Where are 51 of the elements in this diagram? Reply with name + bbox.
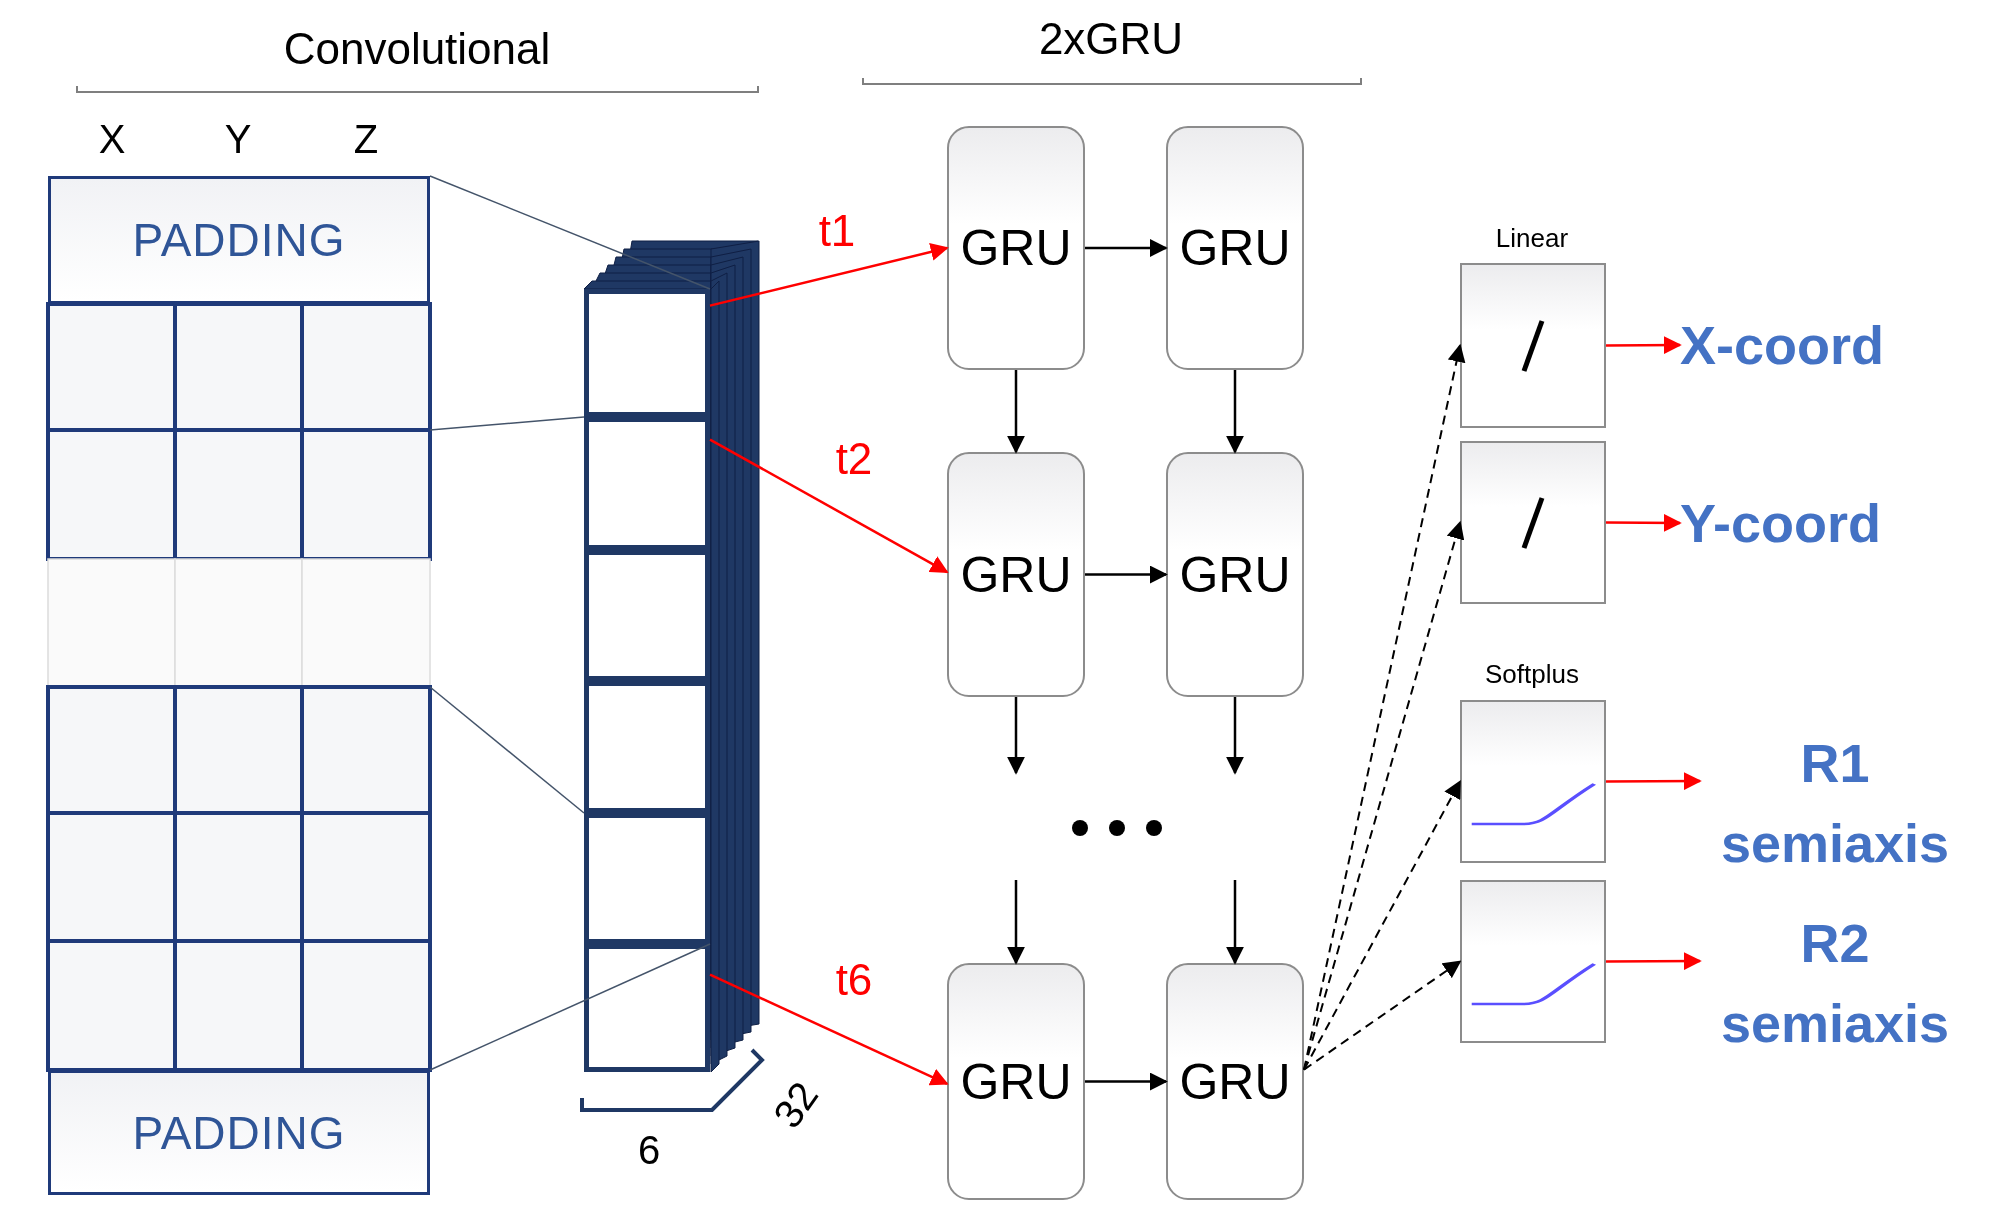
dashed-arrow [1303, 960, 1462, 1071]
axis-label: 2xGRU [1038, 14, 1184, 64]
arrow [1606, 952, 1702, 971]
feature-cell [584, 944, 710, 1072]
arrow [1226, 880, 1244, 965]
gru-unit-box: GRU [1166, 126, 1304, 370]
linear-layer-box [1460, 441, 1606, 604]
arrow [1007, 370, 1025, 454]
arrow [1085, 239, 1168, 257]
gru-unit-box: GRU [947, 452, 1085, 697]
arrow [1007, 880, 1025, 965]
output-label: Y-coord [1680, 478, 1960, 568]
projection-line [429, 416, 585, 431]
axis-label: X [98, 116, 126, 162]
arrow [709, 243, 949, 307]
linear-layer-box [1460, 263, 1606, 428]
output-label: R2 semiaxis [1700, 900, 1970, 1065]
padding-box: PADDING [48, 176, 430, 304]
padding-box: PADDING [48, 1070, 430, 1195]
section-title: Softplus [1485, 658, 1579, 690]
gru-unit-box: GRU [947, 126, 1085, 370]
softplus-layer-box [1460, 700, 1606, 863]
gru-unit-box: GRU [1166, 452, 1304, 697]
projection-line [429, 175, 711, 290]
output-label: R1 semiaxis [1700, 720, 1970, 885]
arrow [1606, 772, 1702, 791]
arrow [709, 438, 949, 574]
feature-cell [584, 289, 710, 417]
arrow [1606, 513, 1682, 532]
axis-label: Y [224, 116, 252, 162]
arrow [1606, 336, 1682, 355]
output-label: X-coord [1680, 300, 1960, 390]
section-title: Convolutional [283, 24, 551, 74]
arrow [1085, 565, 1168, 584]
softplus-layer-box [1460, 880, 1606, 1043]
arrow [1085, 1072, 1168, 1091]
arrow [1007, 697, 1025, 775]
dimension-label: 6 [637, 1127, 661, 1173]
gru-unit-box: GRU [1166, 963, 1304, 1200]
axis-label: Z [353, 116, 379, 162]
section-title: Linear [1495, 222, 1569, 254]
dashed-arrow [1303, 520, 1465, 1071]
dashed-arrow [1303, 343, 1466, 1071]
gru-unit-box: GRU [947, 963, 1085, 1200]
projection-line [429, 943, 711, 1071]
dimension-label: 32 [764, 1073, 828, 1137]
arrow [709, 973, 949, 1086]
arrow [1226, 697, 1244, 775]
projection-line [429, 686, 585, 814]
arrow [1226, 370, 1244, 454]
dashed-arrow [1303, 779, 1461, 1071]
